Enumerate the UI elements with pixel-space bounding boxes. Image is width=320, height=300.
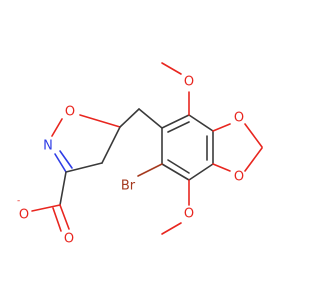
atom-methoxy-bottom-o: O <box>184 207 194 222</box>
atom-dioxole-o-bottom: O <box>234 170 244 185</box>
atom-carboxylate-o-single: O <box>19 208 29 223</box>
atom-isoxazoline-o: O <box>65 105 75 120</box>
atom-isoxazoline-n: N <box>43 139 53 154</box>
bond-carboxyl-o-double-2 <box>52 207 62 232</box>
bond-ring-1-2 <box>161 114 190 129</box>
bond-c5-c4 <box>101 126 121 164</box>
bond-ring-double-a <box>167 121 190 133</box>
atom-methoxy-top-o: O <box>184 75 194 90</box>
bond-dioxole-o-bottom-c <box>244 147 263 172</box>
bond-ring-dioxole-top <box>212 123 231 132</box>
bond-o-c5 <box>79 114 121 128</box>
bond-c3-n-double <box>59 150 73 169</box>
bond-methoxy-bottom-ch3 <box>161 222 182 235</box>
bond-n-o <box>51 118 63 137</box>
atom-carboxylate-o-double: O <box>64 232 74 247</box>
atom-carboxylate-charge: - <box>17 196 20 206</box>
molecule-structure: O N O - O O O O O Br <box>17 62 263 247</box>
bond-carboxyl-o-double <box>59 204 70 230</box>
atom-dioxole-o-top: O <box>234 111 244 126</box>
bond-ring-2-3 <box>188 114 214 132</box>
bond-c3-carboxyl <box>59 171 67 206</box>
bond-carboxyl-o-single <box>31 204 61 212</box>
bond-ring-4-5 <box>188 163 214 181</box>
bond-c5-ch2 <box>119 108 140 128</box>
bond-ring-dioxole-bottom <box>212 163 231 172</box>
bond-dioxole-o-top-c <box>244 123 263 148</box>
bond-ring-double-c <box>167 159 190 174</box>
bond-methoxy-top-ch3 <box>161 62 182 75</box>
bond-ch2-ring <box>138 108 163 129</box>
atom-bromine: Br <box>121 179 136 194</box>
bond-ring-5-6 <box>161 163 190 181</box>
bond-c4-c3 <box>65 162 103 173</box>
bond-ring-br <box>137 163 163 177</box>
bond-c3-n <box>54 153 67 173</box>
